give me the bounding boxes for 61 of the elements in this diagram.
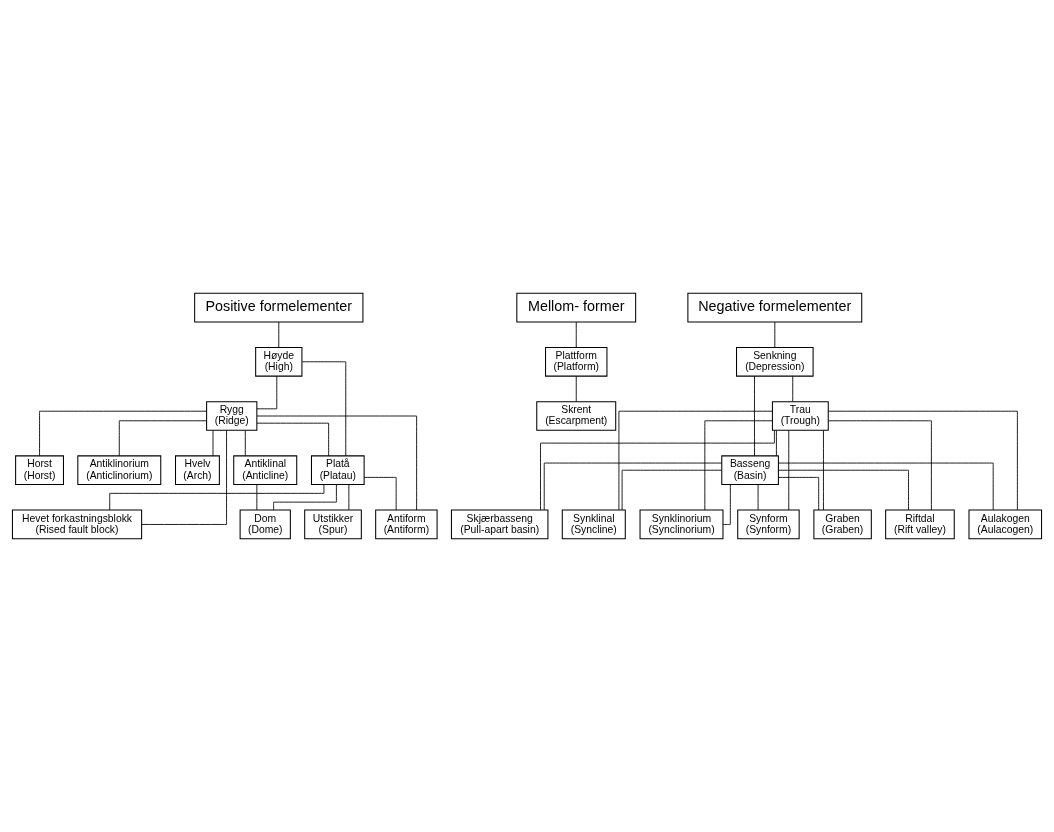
connector	[722, 484, 731, 525]
connector	[774, 321, 776, 348]
node-box: Platå (Platau)	[310, 455, 365, 486]
node-box: Riftdal (Rift valley)	[885, 509, 955, 540]
node-box: Basseng (Basin)	[721, 455, 779, 486]
node-box: Trau (Trough)	[771, 401, 829, 431]
node-box: Antiklinal (Anticline)	[233, 455, 298, 486]
node-box: Hevet forkastningsblokk (Rised fault block)	[11, 509, 143, 540]
connector	[212, 430, 214, 457]
connector	[141, 429, 227, 525]
node-box: Synklinal (Syncline)	[561, 509, 626, 540]
node-box: Aulakogen (Aulacogen)	[968, 509, 1043, 540]
connector	[109, 484, 325, 511]
connector	[39, 410, 208, 457]
connector	[363, 476, 397, 511]
connector	[757, 484, 759, 511]
connector	[618, 410, 773, 511]
connector	[778, 476, 820, 511]
connector	[777, 469, 909, 511]
connector	[244, 430, 246, 457]
node-box: Negative formelementer	[687, 292, 863, 323]
node-box: Synform (Synform)	[737, 509, 800, 540]
node-box: Dom (Dome)	[239, 509, 291, 540]
node-box: Antiklinorium (Anticlinorium)	[77, 455, 162, 486]
node-box: Graben (Graben)	[813, 509, 872, 540]
connector	[792, 375, 794, 402]
connector	[256, 422, 330, 457]
node-box: Utstikker (Spur)	[304, 509, 362, 540]
connector	[575, 375, 577, 402]
node-box: Mellom- former	[516, 292, 637, 323]
connector	[256, 415, 418, 511]
connector	[543, 462, 723, 511]
connector	[827, 410, 1018, 511]
connector	[348, 484, 350, 511]
connector	[788, 429, 790, 511]
connector	[256, 484, 258, 511]
connector	[621, 469, 723, 511]
node-box: Horst (Horst)	[15, 455, 64, 486]
node-box: Skrent (Escarpment)	[536, 401, 617, 431]
connector	[778, 462, 994, 511]
connector	[256, 375, 278, 410]
connector	[301, 361, 347, 457]
connector	[273, 484, 337, 511]
node-box: Skjærbasseng (Pull-apart basin)	[450, 509, 549, 540]
node-box: Senkning (Depression)	[736, 346, 814, 377]
node-box: Antiform (Antiform)	[375, 509, 438, 540]
node-box: Plattform (Platform)	[545, 346, 608, 377]
connector	[775, 430, 777, 457]
connector	[828, 420, 932, 511]
node-box: Synklinorium (Synclinorium)	[639, 509, 724, 540]
node-box: Rygg (Ridge)	[206, 401, 258, 431]
connector	[575, 321, 577, 348]
connector	[704, 420, 773, 511]
connector	[823, 429, 824, 511]
node-box: Positive formelementer	[194, 292, 364, 323]
connector	[540, 430, 775, 511]
node-box: Høyde (High)	[255, 346, 303, 377]
node-box: Hvelv (Arch)	[175, 455, 220, 486]
connector	[118, 420, 207, 457]
connector	[278, 321, 280, 348]
connector	[754, 375, 755, 457]
